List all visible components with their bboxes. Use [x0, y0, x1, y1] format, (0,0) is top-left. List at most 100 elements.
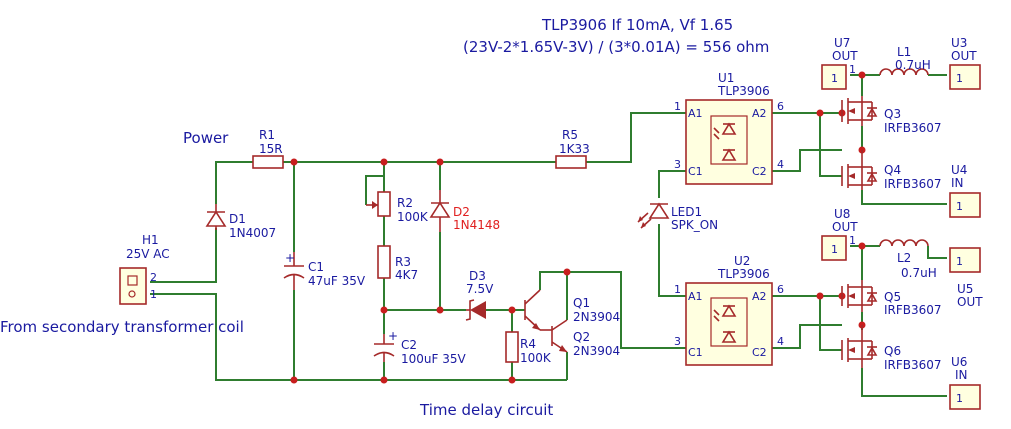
u5-ref: U5 [957, 282, 973, 296]
u1-photorelay: U1 TLP3906 A1 C1 A2 C2 1 3 6 4 [674, 71, 784, 185]
r4-resistor: R4 100K [505, 331, 552, 365]
u2-pin4: 4 [777, 335, 784, 348]
u1-pin3: 3 [674, 158, 681, 171]
c2-value: 100uF 35V [401, 352, 466, 366]
u6-value: IN [955, 368, 968, 382]
q4-ref: Q4 [884, 163, 901, 177]
h1-connector: H1 25V AC 2 1 [119, 233, 170, 305]
q1-value: 2N3904 [573, 310, 620, 324]
q6-value: IRFB3607 [884, 358, 942, 372]
u8-value: OUT [832, 220, 858, 234]
junction-dot [380, 376, 388, 384]
c2-plus: + [388, 329, 398, 343]
l2-ref: L2 [897, 251, 911, 265]
q2-value: 2N3904 [573, 344, 620, 358]
r2-ref: R2 [397, 196, 413, 210]
u8-ref: U8 [834, 207, 850, 221]
u4-ref: U4 [951, 163, 967, 177]
r1-resistor: R1 15R [252, 128, 284, 169]
u1-c2: C2 [752, 165, 767, 178]
u3-value: OUT [951, 49, 977, 63]
u7-pin-name: 1 [831, 72, 838, 85]
u7-pin-num: 1 [849, 63, 856, 76]
wires [150, 74, 947, 397]
d3-value: 7.5V [466, 282, 494, 296]
u7-terminal: U7 OUT 1 1 [821, 36, 858, 90]
led1: LED1 SPK_ON [637, 202, 718, 232]
d2-value: 1N4148 [453, 218, 500, 232]
q5-value: IRFB3607 [884, 303, 942, 317]
u5-terminal: U5 OUT 1 [949, 247, 983, 309]
u2-value: TLP3906 [717, 267, 770, 281]
d1-ref: D1 [229, 212, 246, 226]
u1-pin1: 1 [674, 100, 681, 113]
junction-dot [858, 242, 866, 250]
r3-value: 4K7 [395, 268, 418, 282]
u4-terminal: U4 IN 1 [949, 163, 981, 218]
l1-inductor: L1 0.7uH [879, 45, 931, 76]
note-formula: (23V-2*1.65V-3V) / (3*0.01A) = 556 ohm [463, 38, 769, 56]
u1-ref: U1 [718, 71, 734, 85]
junction-dot [380, 158, 388, 166]
u1-pin6: 6 [777, 100, 784, 113]
u1-value: TLP3906 [717, 84, 770, 98]
u1-c1: C1 [688, 165, 703, 178]
q3-mosfet: Q3 IRFB3607 [841, 96, 942, 135]
u4-value: IN [951, 176, 964, 190]
r2-value: 100K [397, 210, 429, 224]
u6-ref: U6 [951, 355, 967, 369]
u3-pin: 1 [956, 72, 963, 85]
r4-value: 100K [520, 351, 552, 365]
r5-value: 1K33 [559, 142, 590, 156]
junction-dot [508, 306, 516, 314]
l1-ref: L1 [897, 45, 911, 59]
label-source: From secondary transformer coil [0, 318, 244, 336]
c2-ref: C2 [401, 338, 417, 352]
junction-dot [858, 71, 866, 79]
u3-ref: U3 [951, 36, 967, 50]
h1-ref: H1 [142, 233, 159, 247]
h1-pin1: 1 [150, 288, 157, 301]
junction-dot [816, 292, 824, 300]
junction-dot [290, 158, 298, 166]
d1-value: 1N4007 [229, 226, 276, 240]
u2-a2: A2 [752, 290, 767, 303]
u8-terminal: U8 OUT 1 1 [821, 207, 858, 261]
junction-dot [290, 376, 298, 384]
r5-resistor: R5 1K33 [555, 128, 590, 169]
q6-mosfet: Q6 IRFB3607 [841, 325, 942, 372]
d3-zener: D3 7.5V [465, 269, 494, 321]
c1-value: 47uF 35V [308, 274, 366, 288]
u3-terminal: U3 OUT 1 [949, 36, 981, 90]
u5-value: OUT [957, 295, 983, 309]
r1-ref: R1 [259, 128, 275, 142]
label-power: Power [183, 129, 229, 147]
note-title: TLP3906 If 10mA, Vf 1.65 [541, 16, 733, 34]
r5-ref: R5 [562, 128, 578, 142]
u2-pin3: 3 [674, 335, 681, 348]
u1-a2: A2 [752, 107, 767, 120]
junction-dot [436, 306, 444, 314]
u2-pin1: 1 [674, 283, 681, 296]
q4-mosfet: Q4 IRFB3607 [841, 150, 942, 191]
u2-photorelay: U2 TLP3906 A1 C1 A2 C2 1 3 6 4 [674, 254, 784, 366]
led1-ref: LED1 [671, 205, 702, 219]
d2-diode: D2 1N4148 [429, 190, 500, 232]
r4-ref: R4 [520, 337, 536, 351]
q1-transistor: Q1 2N3904 [524, 289, 620, 331]
junction-dot [816, 109, 824, 117]
u5-pin: 1 [956, 255, 963, 268]
u7-ref: U7 [834, 36, 850, 50]
h1-value: 25V AC [126, 247, 170, 261]
h1-pin2: 2 [150, 271, 157, 284]
q3-value: IRFB3607 [884, 121, 942, 135]
u2-pin6: 6 [777, 283, 784, 296]
q1-ref: Q1 [573, 296, 590, 310]
d2-ref: D2 [453, 205, 470, 219]
l2-value: 0.7uH [901, 266, 937, 280]
u2-c1: C1 [688, 346, 703, 359]
q4-value: IRFB3607 [884, 177, 942, 191]
u8-pin-num: 1 [849, 234, 856, 247]
r3-ref: R3 [395, 255, 411, 269]
